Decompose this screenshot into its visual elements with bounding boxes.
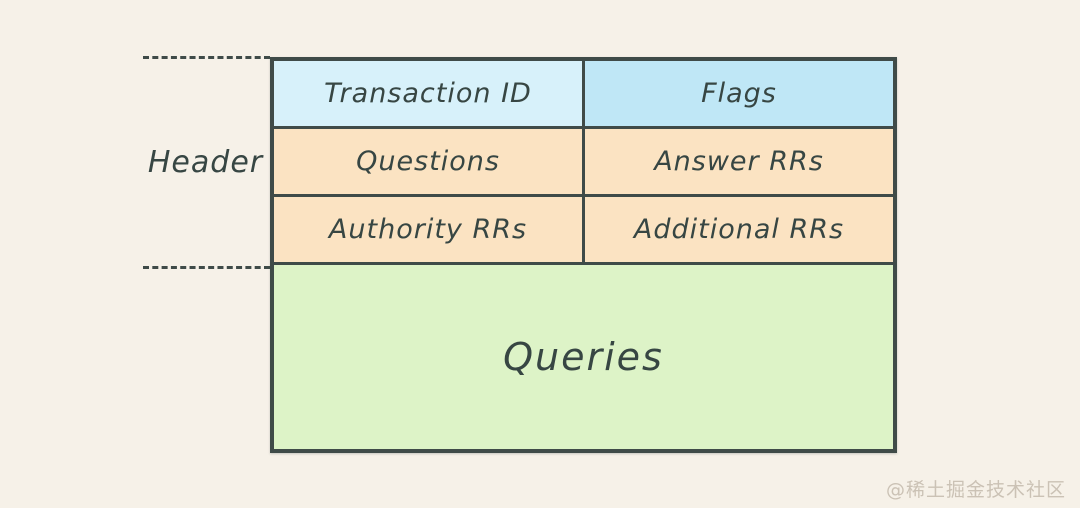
table-row-transaction-flags: Transaction ID Flags bbox=[274, 61, 893, 129]
cell-questions: Questions bbox=[274, 129, 585, 194]
table-row-questions-answers: Questions Answer RRs bbox=[274, 129, 893, 197]
cell-queries: Queries bbox=[274, 265, 893, 449]
table-row-queries: Queries bbox=[274, 265, 893, 449]
cell-flags: Flags bbox=[585, 61, 893, 126]
cell-answer-rrs: Answer RRs bbox=[585, 129, 893, 194]
cell-transaction-id: Transaction ID bbox=[274, 61, 585, 126]
header-bottom-dashed-line bbox=[143, 266, 270, 269]
watermark: @稀土掘金技术社区 bbox=[885, 479, 1066, 501]
table-row-authority-additional: Authority RRs Additional RRs bbox=[274, 197, 893, 265]
dns-message-table: Transaction ID Flags Questions Answer RR… bbox=[270, 57, 897, 453]
header-top-dashed-line bbox=[143, 56, 270, 59]
header-section-label: Header bbox=[147, 144, 264, 180]
cell-additional-rrs: Additional RRs bbox=[585, 197, 893, 262]
cell-authority-rrs: Authority RRs bbox=[274, 197, 585, 262]
